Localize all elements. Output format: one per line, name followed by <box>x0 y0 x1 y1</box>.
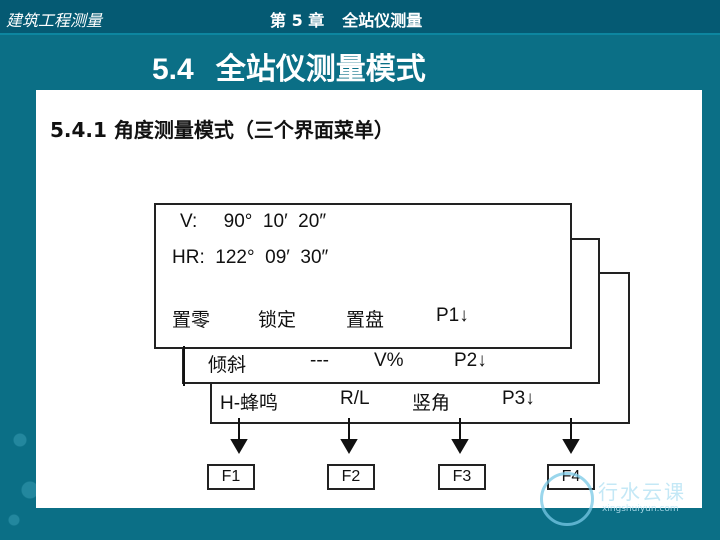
figure-subtitle: 5.4.1 角度测量模式（三个界面菜单） <box>50 118 394 142</box>
menu-page-1: V: 90° 10′ 20″ HR: 122° 09′ 30″ 置零 锁定 置盘… <box>154 203 572 349</box>
softkey-rl: R/L <box>340 388 370 409</box>
chapter-name: 全站仪测量 <box>342 11 423 30</box>
header-bar: 建筑工程测量 第 5 章全站仪测量 <box>0 0 720 35</box>
watermark-url: xingshuiyun.com <box>602 504 679 514</box>
horizontal-angle-readout: HR: 122° 09′ 30″ <box>172 247 329 268</box>
arrow-f3-head <box>451 439 469 454</box>
softkey-vpercent: V% <box>374 350 404 371</box>
section-number: 5.4 <box>152 53 194 86</box>
page2-softkeys: 倾斜 --- V% P2↓ <box>182 350 596 376</box>
f2-key: F2 <box>327 464 375 490</box>
watermark: 行水云课 xingshuiyun.com <box>540 472 720 532</box>
f3-key: F3 <box>438 464 486 490</box>
watermark-logo-icon <box>540 472 594 526</box>
watermark-name: 行水云课 <box>598 480 686 504</box>
softkey-p3: P3↓ <box>502 388 535 409</box>
slide-title: 5.4 全站仪测量模式 <box>152 44 426 88</box>
arrow-f1-head <box>230 439 248 454</box>
softkey-set: 置盘 <box>346 310 385 331</box>
softkey-tilt: 倾斜 <box>208 355 247 376</box>
course-title: 建筑工程测量 <box>6 11 103 30</box>
softkey-p2: P2↓ <box>454 350 487 371</box>
page1-softkeys: 置零 锁定 置盘 P1↓ <box>156 305 570 331</box>
chapter-title: 第 5 章全站仪测量 <box>270 7 440 31</box>
f1-key: F1 <box>207 464 255 490</box>
arrow-f2-head <box>340 439 358 454</box>
figure-panel: 5.4.1 角度测量模式（三个界面菜单） V: 90° 10′ 20″ HR: … <box>36 90 702 508</box>
softkey-none: --- <box>310 350 329 371</box>
softkey-p1: P1↓ <box>436 305 469 326</box>
softkey-beep: H-蜂鸣 <box>220 393 279 414</box>
softkey-zero: 置零 <box>172 310 211 331</box>
chapter-number: 第 5 章 <box>270 11 325 30</box>
page3-softkeys: H-蜂鸣 R/L 竖角 P3↓ <box>210 388 624 414</box>
function-key-arrows <box>183 346 580 454</box>
arrow-f4-head <box>562 439 580 454</box>
softkey-lock: 锁定 <box>258 310 297 331</box>
section-title: 全站仪测量模式 <box>215 53 426 86</box>
softkey-vertical-angle: 竖角 <box>412 393 451 414</box>
vertical-angle-readout: V: 90° 10′ 20″ <box>180 211 327 232</box>
